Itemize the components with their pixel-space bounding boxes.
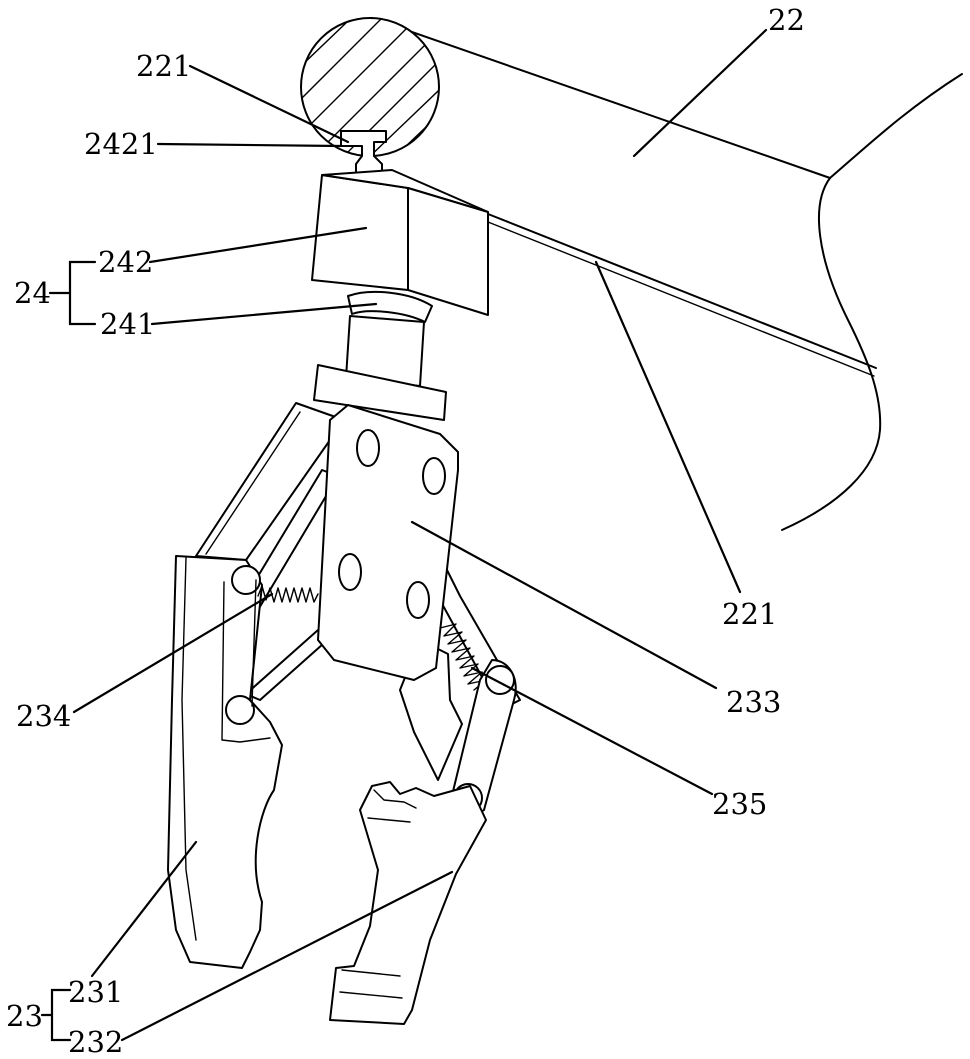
label-235: 235 [712,787,767,821]
label-221-top: 221 [136,49,191,83]
leader-235 [472,668,712,794]
label-241: 241 [100,307,155,341]
label-232: 232 [68,1025,123,1059]
label-24: 24 [14,276,51,310]
label-22: 22 [768,3,805,37]
label-234: 234 [16,699,71,733]
label-23: 23 [6,999,43,1033]
brace-24 [50,262,95,324]
plate-233 [318,405,458,680]
label-2421: 2421 [84,127,158,161]
leader-241 [152,304,376,324]
leader-2421 [158,144,340,146]
label-221-right: 221 [722,597,777,631]
finger-231 [168,556,282,968]
brace-23 [42,990,70,1040]
shaft-241 [314,292,446,420]
label-233: 233 [726,685,781,719]
leader-22 [634,30,766,156]
label-242: 242 [98,245,153,279]
label-231: 231 [68,975,123,1009]
leader-221-right [596,262,740,592]
